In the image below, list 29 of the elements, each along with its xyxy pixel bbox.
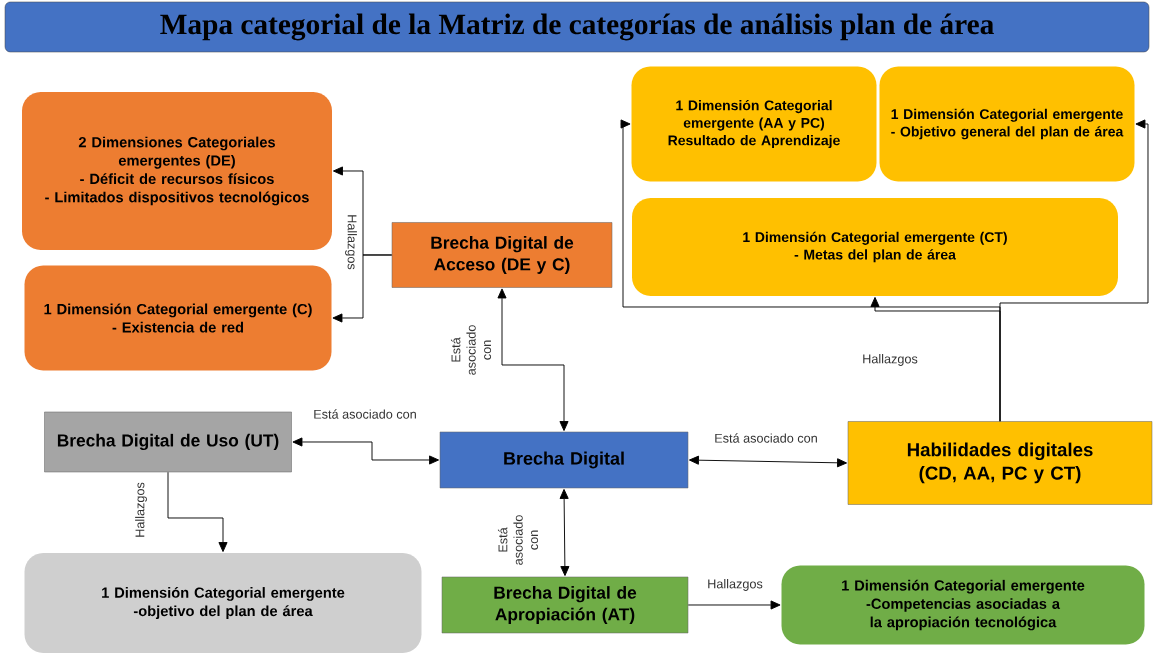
edge-label: Hallazgos bbox=[133, 480, 149, 540]
edge-label: Hallazgos bbox=[343, 212, 359, 272]
process-box: Brecha Digital de Acceso (DE y C) bbox=[391, 222, 613, 288]
edge-label: Está asociado con bbox=[496, 507, 540, 573]
process-box: Brecha Digital de Uso (UT) bbox=[44, 411, 292, 473]
category-box: 1 Dimensión Categorial emergente -objetivo del plan de área bbox=[24, 553, 422, 653]
arrow bbox=[559, 488, 570, 577]
arrow bbox=[687, 600, 781, 610]
edge-label: Hallazgos bbox=[860, 352, 920, 368]
category-box: 1 Dimensión Categorial emergente (CT) - Metas del plan de área bbox=[632, 198, 1118, 296]
arrow bbox=[497, 288, 569, 432]
title-banner: Mapa categorial de la Matriz de categorías de análisis plan de área bbox=[4, 1, 1150, 53]
category-box: 1 Dimensión Categorial emergente (AA y PC) Resultado de Aprendizaje bbox=[631, 66, 877, 182]
arrow bbox=[292, 437, 440, 465]
arrow bbox=[999, 119, 1149, 422]
process-box: Habilidades digitales (CD, AA, PC y CT) bbox=[847, 421, 1153, 505]
category-box: 1 Dimensión Categorial emergente -Competencias asociadas a la apropiación tecnológica bbox=[781, 565, 1145, 645]
process-box: Brecha Digital de Apropiación (AT) bbox=[441, 576, 689, 634]
category-box: 1 Dimensión Categorial emergente (C) - Existencia de red bbox=[24, 265, 332, 371]
edge-label: Hallazgos bbox=[705, 577, 765, 593]
arrow bbox=[688, 455, 848, 468]
category-box: 2 Dimensiones Categoriales emergentes (DE) - Déficit de recursos físicos - Limitados dispositivos tecnológicos bbox=[22, 92, 332, 250]
category-box: 1 Dimensión Categorial emergente - Objetivo general del plan de área bbox=[879, 66, 1135, 182]
edge-label: Está asociado con bbox=[712, 431, 820, 445]
arrow bbox=[332, 254, 393, 323]
edge-label: Está asociado con bbox=[449, 313, 493, 387]
edge-label: Está asociado con bbox=[311, 407, 419, 421]
arrow bbox=[167, 471, 228, 553]
process-box: Brecha Digital bbox=[439, 431, 689, 489]
